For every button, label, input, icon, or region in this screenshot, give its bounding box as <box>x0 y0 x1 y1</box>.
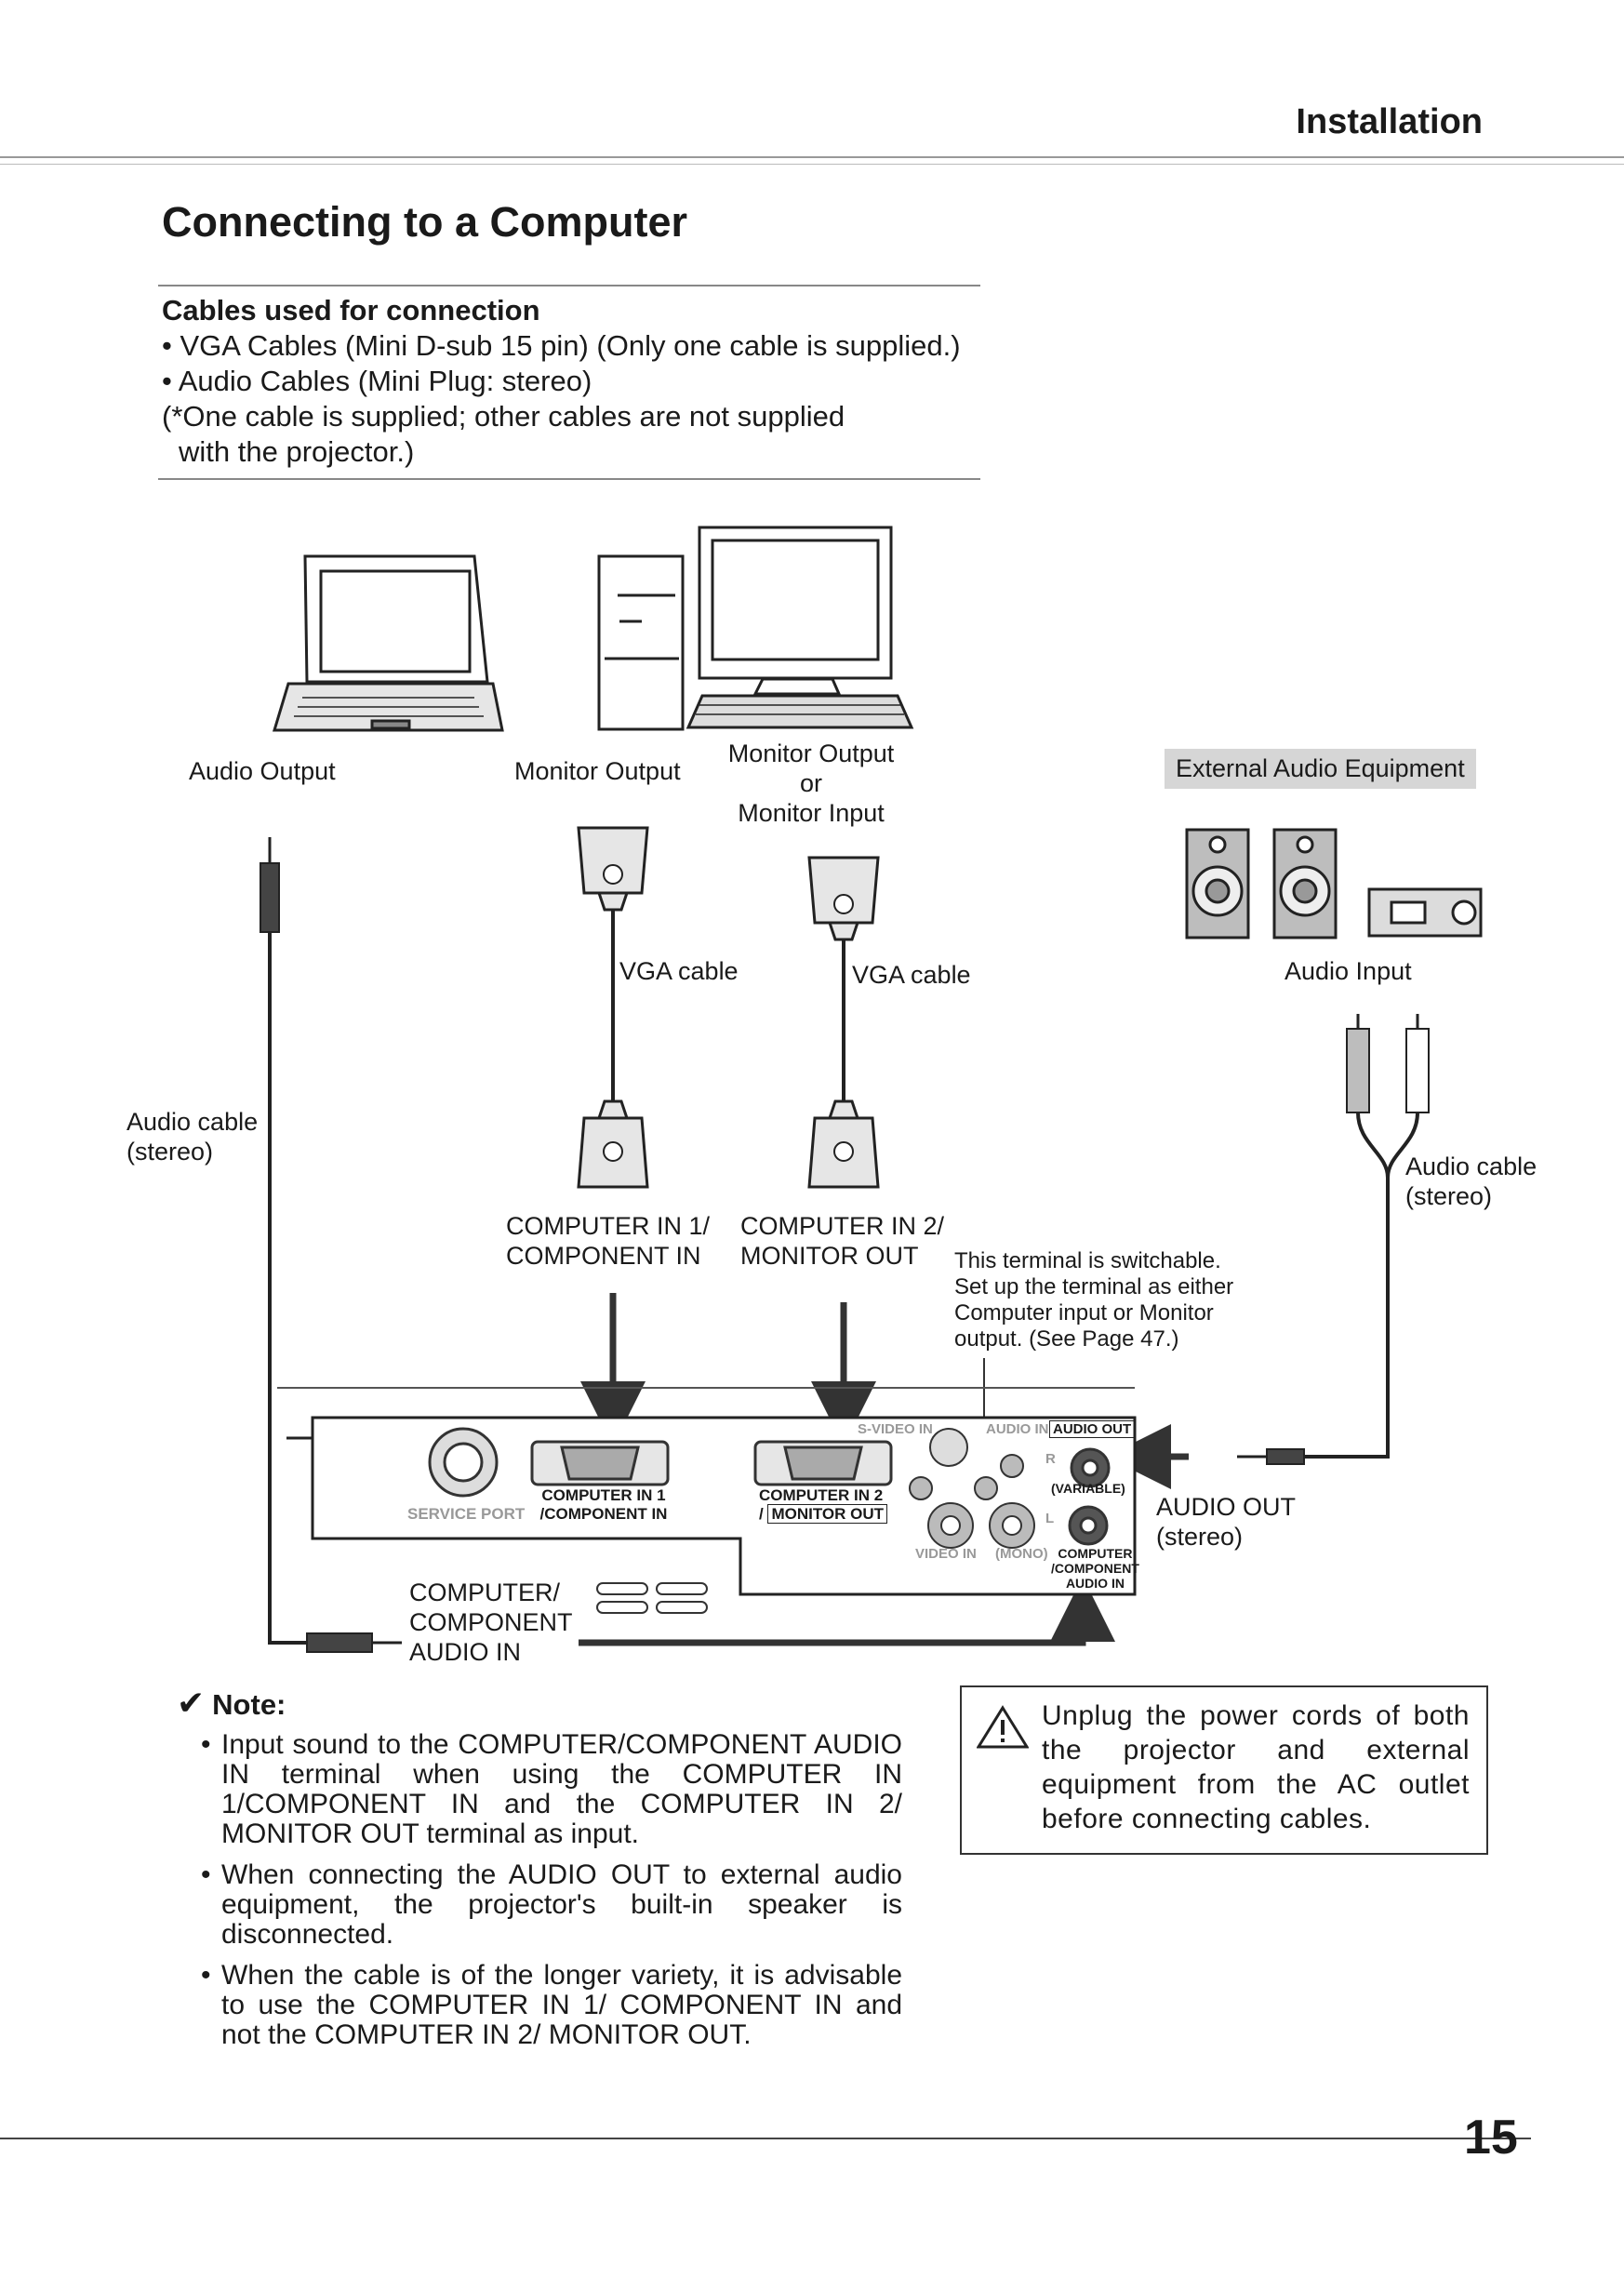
page-title: Connecting to a Computer <box>162 198 687 246</box>
audio-cable-right <box>1237 1014 1430 1465</box>
vent-icon <box>596 1582 708 1614</box>
label-audio-input: Audio Input <box>1285 957 1412 985</box>
footer-rule <box>0 2138 1531 2139</box>
panel-l: L <box>1045 1511 1055 1526</box>
label-monitor-output: Monitor Output <box>514 757 681 785</box>
panel-computer-audio-in: COMPUTER /COMPONENT AUDIO IN <box>1051 1546 1139 1591</box>
note-list: Input sound to the COMPUTER/COMPONENT AU… <box>177 1730 902 2050</box>
vga-port-icon <box>530 1440 670 1486</box>
note-item: When connecting the AUDIO OUT to externa… <box>177 1860 902 1950</box>
label-switchable-note: This terminal is switchable. Set up the … <box>954 1248 1234 1352</box>
label-vga-cable: VGA cable <box>619 957 739 985</box>
cables-line: • Audio Cables (Mini Plug: stereo) <box>162 365 592 397</box>
header-rule-thin <box>0 164 1624 165</box>
label-audio-cable-left: Audio cable (stereo) <box>126 1108 259 1166</box>
panel-s-video-in: S-VIDEO IN <box>858 1421 933 1437</box>
rca-port-icon <box>909 1454 1035 1549</box>
panel-audio-in: AUDIO IN <box>986 1421 1049 1437</box>
vga-port-icon <box>753 1440 893 1486</box>
projector-panel <box>286 1416 1137 1596</box>
label-computer-in-1: COMPUTER IN 1/ COMPONENT IN <box>506 1212 711 1270</box>
vga-cable-1 <box>577 826 649 1189</box>
note-title: Note: <box>212 1688 286 1721</box>
desktop-computer-icon <box>597 526 914 731</box>
connection-diagram <box>260 526 1483 1653</box>
amplifier-icon <box>1367 887 1483 938</box>
vga-cable-2 <box>807 856 880 1189</box>
connection-arrows <box>579 1293 1189 1646</box>
note-item: Input sound to the COMPUTER/COMPONENT AU… <box>177 1730 902 1849</box>
checkmark-icon: ✔ <box>177 1684 206 1722</box>
service-port-icon <box>428 1427 499 1498</box>
svideo-port-icon <box>929 1428 968 1467</box>
speaker-icon <box>1272 828 1338 939</box>
cables-line: with the projector.) <box>179 435 415 468</box>
cables-bottom-rule <box>158 478 980 480</box>
page-number: 15 <box>1464 2111 1518 2165</box>
panel-mono: (MONO) <box>995 1546 1048 1562</box>
speaker-icon <box>1185 828 1250 939</box>
panel-computer-in-1: COMPUTER IN 1 /COMPONENT IN <box>539 1486 668 1523</box>
section-label: Installation <box>1296 102 1483 141</box>
panel-audio-out: AUDIO OUT <box>1049 1420 1136 1438</box>
warning-box: Unplug the power cords of both the proje… <box>960 1685 1488 1855</box>
label-audio-out: AUDIO OUT (stereo) <box>1156 1493 1297 1551</box>
cables-heading: Cables used for connection <box>162 294 540 326</box>
cables-line: (*One cable is supplied; other cables ar… <box>162 400 845 433</box>
label-computer-component-audio-in: COMPUTER/ COMPONENT AUDIO IN <box>409 1579 573 1666</box>
panel-video-in: VIDEO IN <box>915 1546 977 1562</box>
label-external-audio: External Audio Equipment <box>1165 749 1476 789</box>
warning-text: Unplug the power cords of both the proje… <box>1042 1700 1470 1834</box>
panel-computer-in-2: COMPUTER IN 2 / MONITOR OUT <box>759 1486 899 1524</box>
panel-variable: (VARIABLE) <box>1051 1481 1125 1496</box>
note-section: ✔Note: Input sound to the COMPUTER/COMPO… <box>177 1684 902 2061</box>
label-audio-cable-right: Audio cable (stereo) <box>1405 1152 1537 1210</box>
warning-icon <box>977 1705 1029 1749</box>
audio-jack-icon <box>1068 1447 1111 1546</box>
panel-r: R <box>1045 1451 1056 1467</box>
cables-top-rule <box>158 285 980 286</box>
laptop-icon <box>272 554 504 732</box>
label-vga-cable: VGA cable <box>852 961 971 989</box>
label-computer-in-2: COMPUTER IN 2/ MONITOR OUT <box>740 1212 945 1270</box>
panel-service-port: SERVICE PORT <box>407 1505 526 1523</box>
header-rule <box>0 156 1624 158</box>
cables-line: • VGA Cables (Mini D-sub 15 pin) (Only o… <box>162 329 961 362</box>
audio-cable-left <box>260 837 402 1653</box>
note-item: When the cable is of the longer variety,… <box>177 1961 902 2050</box>
label-audio-output: Audio Output <box>189 757 336 785</box>
cables-section: Cables used for connection • VGA Cables … <box>162 293 961 470</box>
label-monitor-output-or-input: Monitor Output or Monitor Input <box>727 739 895 827</box>
